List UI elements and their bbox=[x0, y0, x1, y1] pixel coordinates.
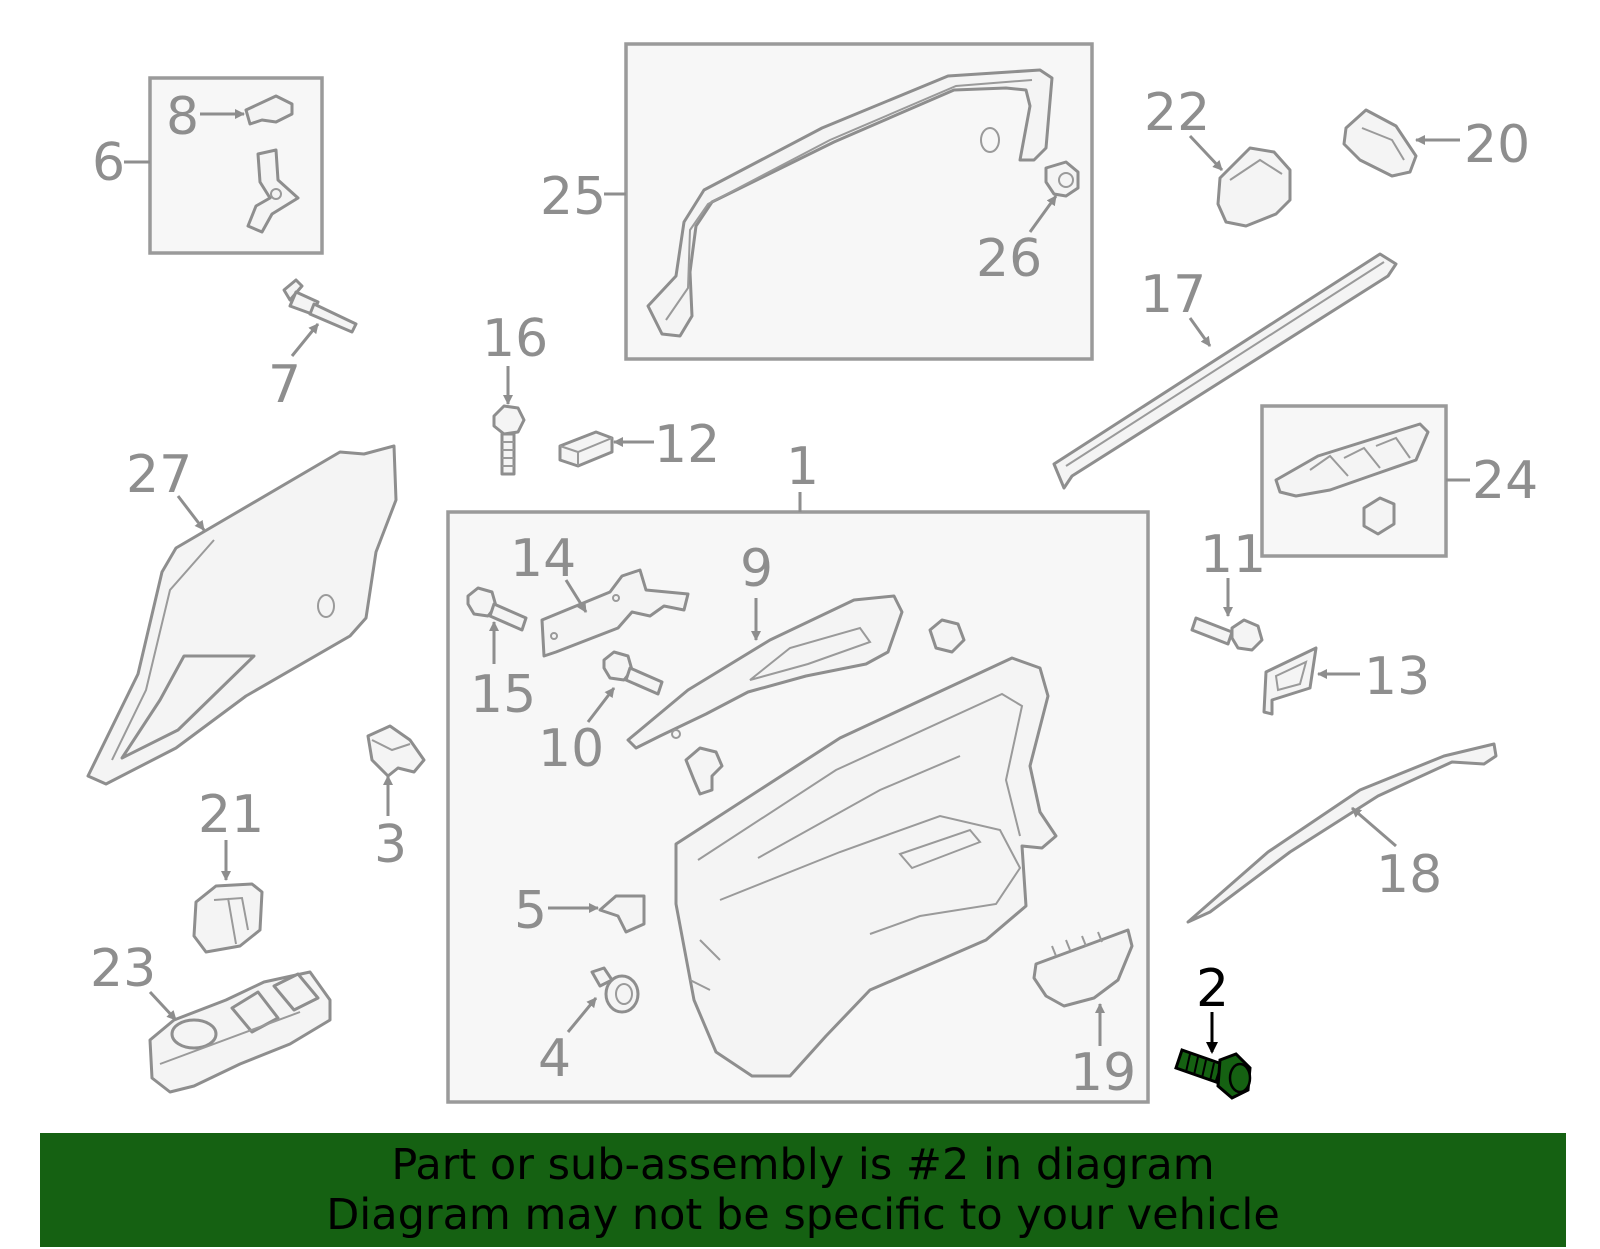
callout-21[interactable]: 21 bbox=[198, 785, 264, 845]
callout-25[interactable]: 25 bbox=[540, 167, 606, 227]
callout-19[interactable]: 19 bbox=[1070, 1043, 1136, 1103]
callout-22[interactable]: 22 bbox=[1144, 83, 1210, 143]
part-7-pin[interactable] bbox=[282, 278, 358, 334]
callout-26[interactable]: 26 bbox=[976, 229, 1042, 289]
part-8-clip bbox=[244, 94, 294, 126]
banner-line-2: Diagram may not be specific to your vehi… bbox=[326, 1190, 1280, 1240]
part-2-bolt-highlighted[interactable] bbox=[1174, 1048, 1252, 1100]
part-27-trim-panel[interactable] bbox=[86, 444, 398, 786]
panel-clip[interactable] bbox=[684, 746, 724, 796]
part-14-bracket[interactable] bbox=[540, 568, 690, 658]
door-trim-panel[interactable] bbox=[674, 656, 1058, 1078]
part-15-screw[interactable] bbox=[466, 586, 528, 632]
notice-banner: Part or sub-assembly is #2 in diagram Di… bbox=[40, 1133, 1566, 1247]
part-10-screw[interactable] bbox=[602, 650, 664, 696]
callout-23[interactable]: 23 bbox=[90, 939, 156, 999]
part-22-switch[interactable] bbox=[1216, 146, 1292, 228]
part-3-clip[interactable] bbox=[366, 724, 426, 778]
part-6-bracket-group[interactable] bbox=[148, 76, 324, 255]
part-12-pad[interactable] bbox=[558, 430, 614, 468]
callout-13[interactable]: 13 bbox=[1364, 647, 1430, 707]
callout-17[interactable]: 17 bbox=[1140, 265, 1206, 325]
part-13-bracket[interactable] bbox=[1262, 646, 1318, 716]
callout-16[interactable]: 16 bbox=[482, 309, 548, 369]
callout-1[interactable]: 1 bbox=[786, 437, 819, 497]
part-19-pocket[interactable] bbox=[1032, 928, 1134, 1008]
callout-5[interactable]: 5 bbox=[514, 881, 547, 941]
part-18-molding[interactable] bbox=[1186, 742, 1498, 924]
callout-10[interactable]: 10 bbox=[538, 719, 604, 779]
callout-6[interactable]: 6 bbox=[92, 133, 125, 193]
callout-9[interactable]: 9 bbox=[740, 539, 773, 599]
callout-4[interactable]: 4 bbox=[538, 1029, 571, 1089]
callout-2[interactable]: 2 bbox=[1196, 959, 1229, 1019]
part-26-clip bbox=[1044, 160, 1080, 198]
callout-20[interactable]: 20 bbox=[1464, 115, 1530, 175]
callout-8[interactable]: 8 bbox=[166, 87, 199, 147]
part-17-weatherstrip[interactable] bbox=[1052, 252, 1398, 490]
part-23-master-switch[interactable] bbox=[148, 970, 332, 1094]
part-21-switch[interactable] bbox=[192, 882, 264, 954]
part-11-screw[interactable] bbox=[1190, 616, 1264, 652]
part-25-molding-group[interactable] bbox=[624, 42, 1094, 361]
part-16-bolt[interactable] bbox=[492, 404, 526, 476]
part-9-handle-trim[interactable] bbox=[626, 594, 904, 750]
callout-15[interactable]: 15 bbox=[470, 665, 536, 725]
callout-18[interactable]: 18 bbox=[1376, 845, 1442, 905]
part-20-switch[interactable] bbox=[1342, 108, 1418, 178]
part-4-push-pin[interactable] bbox=[590, 966, 640, 1014]
banner-line-1: Part or sub-assembly is #2 in diagram bbox=[391, 1140, 1215, 1190]
callout-24[interactable]: 24 bbox=[1472, 451, 1538, 511]
part-24-switch-bezel-group[interactable] bbox=[1260, 404, 1448, 558]
hex-nut[interactable] bbox=[928, 618, 966, 654]
part-5-clip[interactable] bbox=[598, 894, 646, 934]
callout-14[interactable]: 14 bbox=[510, 529, 576, 589]
callout-3[interactable]: 3 bbox=[374, 815, 407, 875]
callout-12[interactable]: 12 bbox=[654, 415, 720, 475]
callout-7[interactable]: 7 bbox=[268, 355, 301, 415]
callout-11[interactable]: 11 bbox=[1200, 525, 1266, 585]
callout-27[interactable]: 27 bbox=[126, 445, 192, 505]
